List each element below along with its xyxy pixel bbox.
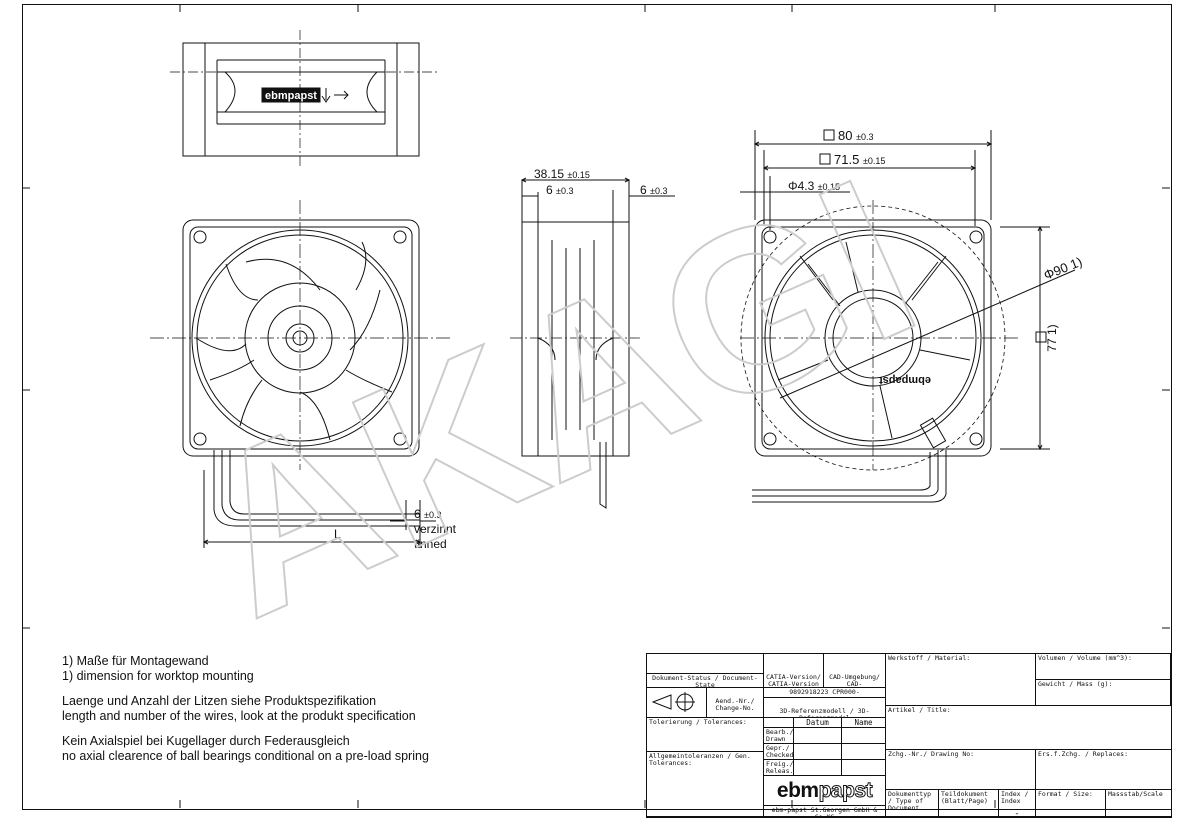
back-view-brand: ebmpapst (879, 374, 931, 386)
tb-ref-number: 9892918223 CPR000- (764, 688, 886, 698)
tb-tolerances: Tolerierung / Tolerances: (647, 718, 764, 752)
fan-top-view (170, 30, 438, 168)
tb-logo: ebmpapst (764, 776, 886, 806)
dim-wire-strip-de: verzinnt (414, 522, 457, 536)
tb-checked: Gepr./ Checked (764, 744, 794, 760)
tb-ref-model: 3D-Referenzmodell / 3D-Referenzmodel (764, 698, 886, 718)
fan-side-view (510, 177, 675, 509)
tb-title: Artikel / Title: (886, 706, 1171, 750)
tb-doc-status: Dokument-Status / Document-State (647, 674, 764, 688)
fan-front-view (150, 200, 450, 548)
tb-doc-type: Dokumenttyp / Type of Document (886, 790, 939, 817)
title-block: Dokument-Status / Document-State CATIA-V… (646, 653, 1172, 818)
dim-square-77: 77 1) (1045, 324, 1059, 351)
watermark: AKAGI (167, 129, 949, 665)
projection-icon (651, 692, 695, 712)
tb-format: Format / Size: (1036, 790, 1106, 817)
tb-mass: Gewicht / Mass (g): (1036, 680, 1171, 706)
fan-back-view (740, 130, 1076, 503)
tb-scale: Massstab/Scale (1106, 790, 1171, 817)
tb-sub-doc: Teildokument (Blatt/Page) (939, 790, 999, 817)
dim-wire-strip-en: tinned (414, 537, 447, 551)
note-bearings: Kein Axialspiel bei Kugellager durch Fed… (62, 734, 429, 763)
dim-side-flange-right: 6 ±0.3 (640, 183, 667, 197)
tb-company: ebm-papst St.Georgen GmbH & Co KG (764, 806, 886, 817)
dim-square-71-5: 71.5 ±0.15 (834, 152, 885, 167)
drawing-notes: 1) Maße für Montagewand 1) dimension for… (62, 654, 622, 774)
tb-drawn: Bearb./ Drawn (764, 728, 794, 744)
dim-hole-diameter: Φ4.3 ±0.15 (788, 179, 840, 193)
tb-datum: Datum (794, 718, 842, 728)
tb-material: Werkstoff / Material: (886, 654, 1036, 706)
tb-cad-version: CATIA-Version/ CATIA-Version (764, 654, 824, 688)
tb-replaces: Ers.f.Zchg. / Replaces: (1036, 750, 1171, 790)
tb-drawing-no: Zchg.-Nr./ Drawing No: (886, 750, 1036, 790)
dim-diameter-90: Φ90 1) (1042, 254, 1085, 283)
note-mounting: 1) Maße für Montagewand 1) dimension for… (62, 654, 254, 683)
tb-projection-symbol (647, 688, 707, 718)
dim-wire-strip: 6 ±0.3 (414, 507, 441, 521)
tb-change-no: Aend.-Nr./ Change-No. (707, 688, 764, 718)
dim-side-flange-left: 6 ±0.3 (546, 183, 573, 197)
tb-name: Name (842, 718, 886, 728)
dim-square-80: 80 ±0.3 (838, 128, 874, 143)
tb-cad-env: CAD-Umgebung/ CAD-Environment (824, 654, 886, 688)
dim-side-width: 38.15 ±0.15 (534, 167, 590, 181)
tb-release: Freig./ Releas. (764, 760, 794, 776)
dim-length-label: L (334, 527, 341, 541)
top-view-brand: ebmpapst (265, 90, 317, 102)
note-wires: Laenge und Anzahl der Litzen siehe Produ… (62, 694, 416, 723)
tb-volume: Volumen / Volume (mm^3): (1036, 654, 1171, 680)
tb-index: Index / Index- (999, 790, 1036, 817)
tb-gen-tolerances: Allgemeintoleranzen / Gen. Tolerances: (647, 752, 764, 817)
drawing-frame (22, 4, 1172, 810)
zone-ticks (22, 4, 1170, 808)
